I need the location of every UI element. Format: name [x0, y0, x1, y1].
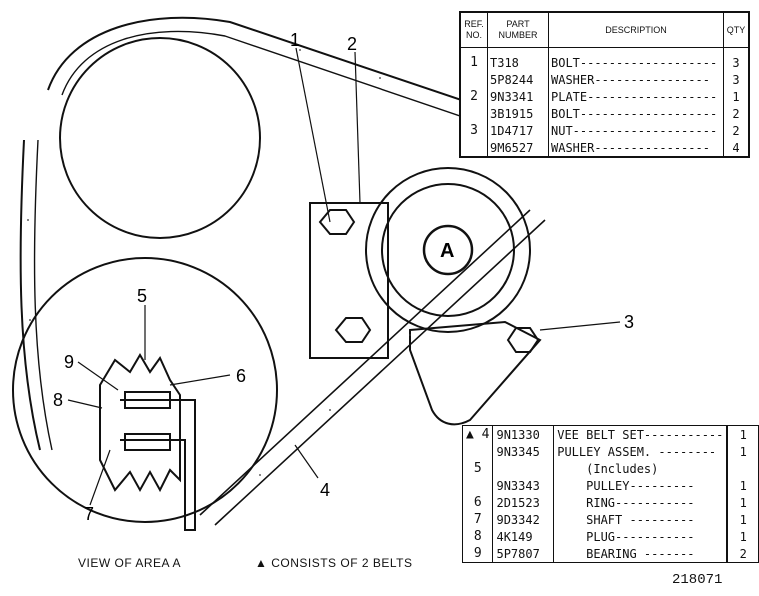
table-row: 7 9D3342 SHAFT --------- 1	[461, 511, 759, 528]
detail-bearing	[124, 391, 171, 409]
idler-pulley-hub	[422, 224, 474, 276]
belt-inner	[33, 30, 561, 451]
parts-table-bottom: ▲ 4 9N1330 VEE BELT SET----------- 1 9N3…	[461, 425, 759, 563]
callout-9: 9	[64, 352, 74, 372]
detail-shaft	[120, 399, 196, 531]
table-row: 5 (Includes)	[461, 460, 759, 477]
table-row: ▲ 4 9N1330 VEE BELT SET----------- 1	[461, 425, 759, 443]
view-caption: VIEW OF AREA A	[78, 556, 182, 570]
belt-lower	[199, 209, 546, 526]
header-ref: REF. NO.	[459, 11, 488, 48]
upper-pulley	[59, 37, 261, 239]
callout-3: 3	[624, 312, 634, 332]
callout-6: 6	[236, 366, 246, 386]
idler-pulley-inner	[381, 183, 515, 317]
callout-7: 7	[84, 504, 94, 524]
detail-pulley-section	[99, 353, 181, 493]
table-row: 8 4K149 PLUG----------- 1	[461, 528, 759, 545]
callout-4: 4	[320, 480, 330, 500]
table-row: 1 T318 BOLT------------------- 3	[459, 47, 749, 71]
bolt-hex-1	[318, 209, 356, 235]
belt-outer	[19, 16, 566, 451]
detail-bearing	[124, 433, 171, 451]
table-row: 3B1915 BOLT------------------- 2	[459, 105, 749, 122]
table-row: 9N3345 PULLEY ASSEM. -------- 1	[461, 443, 759, 460]
table-row: 6 2D1523 RING----------- 1	[461, 494, 759, 511]
parts-table-top: REF. NO. PART NUMBER DESCRIPTION QTY 1 T…	[459, 11, 750, 158]
table-row: 9N3343 PULLEY--------- 1	[461, 477, 759, 494]
header-qty: QTY	[723, 11, 750, 48]
callout-5: 5	[137, 286, 147, 306]
table-row: 5P8244 WASHER---------------- 3	[459, 71, 749, 88]
callout-2: 2	[347, 34, 357, 54]
lower-pulley	[12, 257, 278, 523]
figure-number: 218071	[672, 572, 723, 588]
table-row: 3 1D4717 NUT-------------------- 2	[459, 122, 749, 139]
belts-note: ▲ CONSISTS OF 2 BELTS	[255, 556, 413, 570]
bolt-hex-2	[334, 317, 372, 343]
callout-1: 1	[290, 30, 300, 50]
mounting-plate	[309, 202, 389, 359]
bracket-arm	[409, 320, 542, 426]
table-row: 9M6527 WASHER---------------- 4	[459, 139, 749, 157]
callout-8: 8	[53, 390, 63, 410]
area-a-label: A	[440, 240, 454, 262]
header-desc: DESCRIPTION	[548, 11, 724, 48]
table-row: 9 5P7807 BEARING ------- 2	[461, 545, 759, 563]
table-row: 2 9N3341 PLATE------------------ 1	[459, 88, 749, 105]
header-part: PART NUMBER	[487, 11, 549, 48]
idler-pulley-outer	[365, 167, 531, 333]
